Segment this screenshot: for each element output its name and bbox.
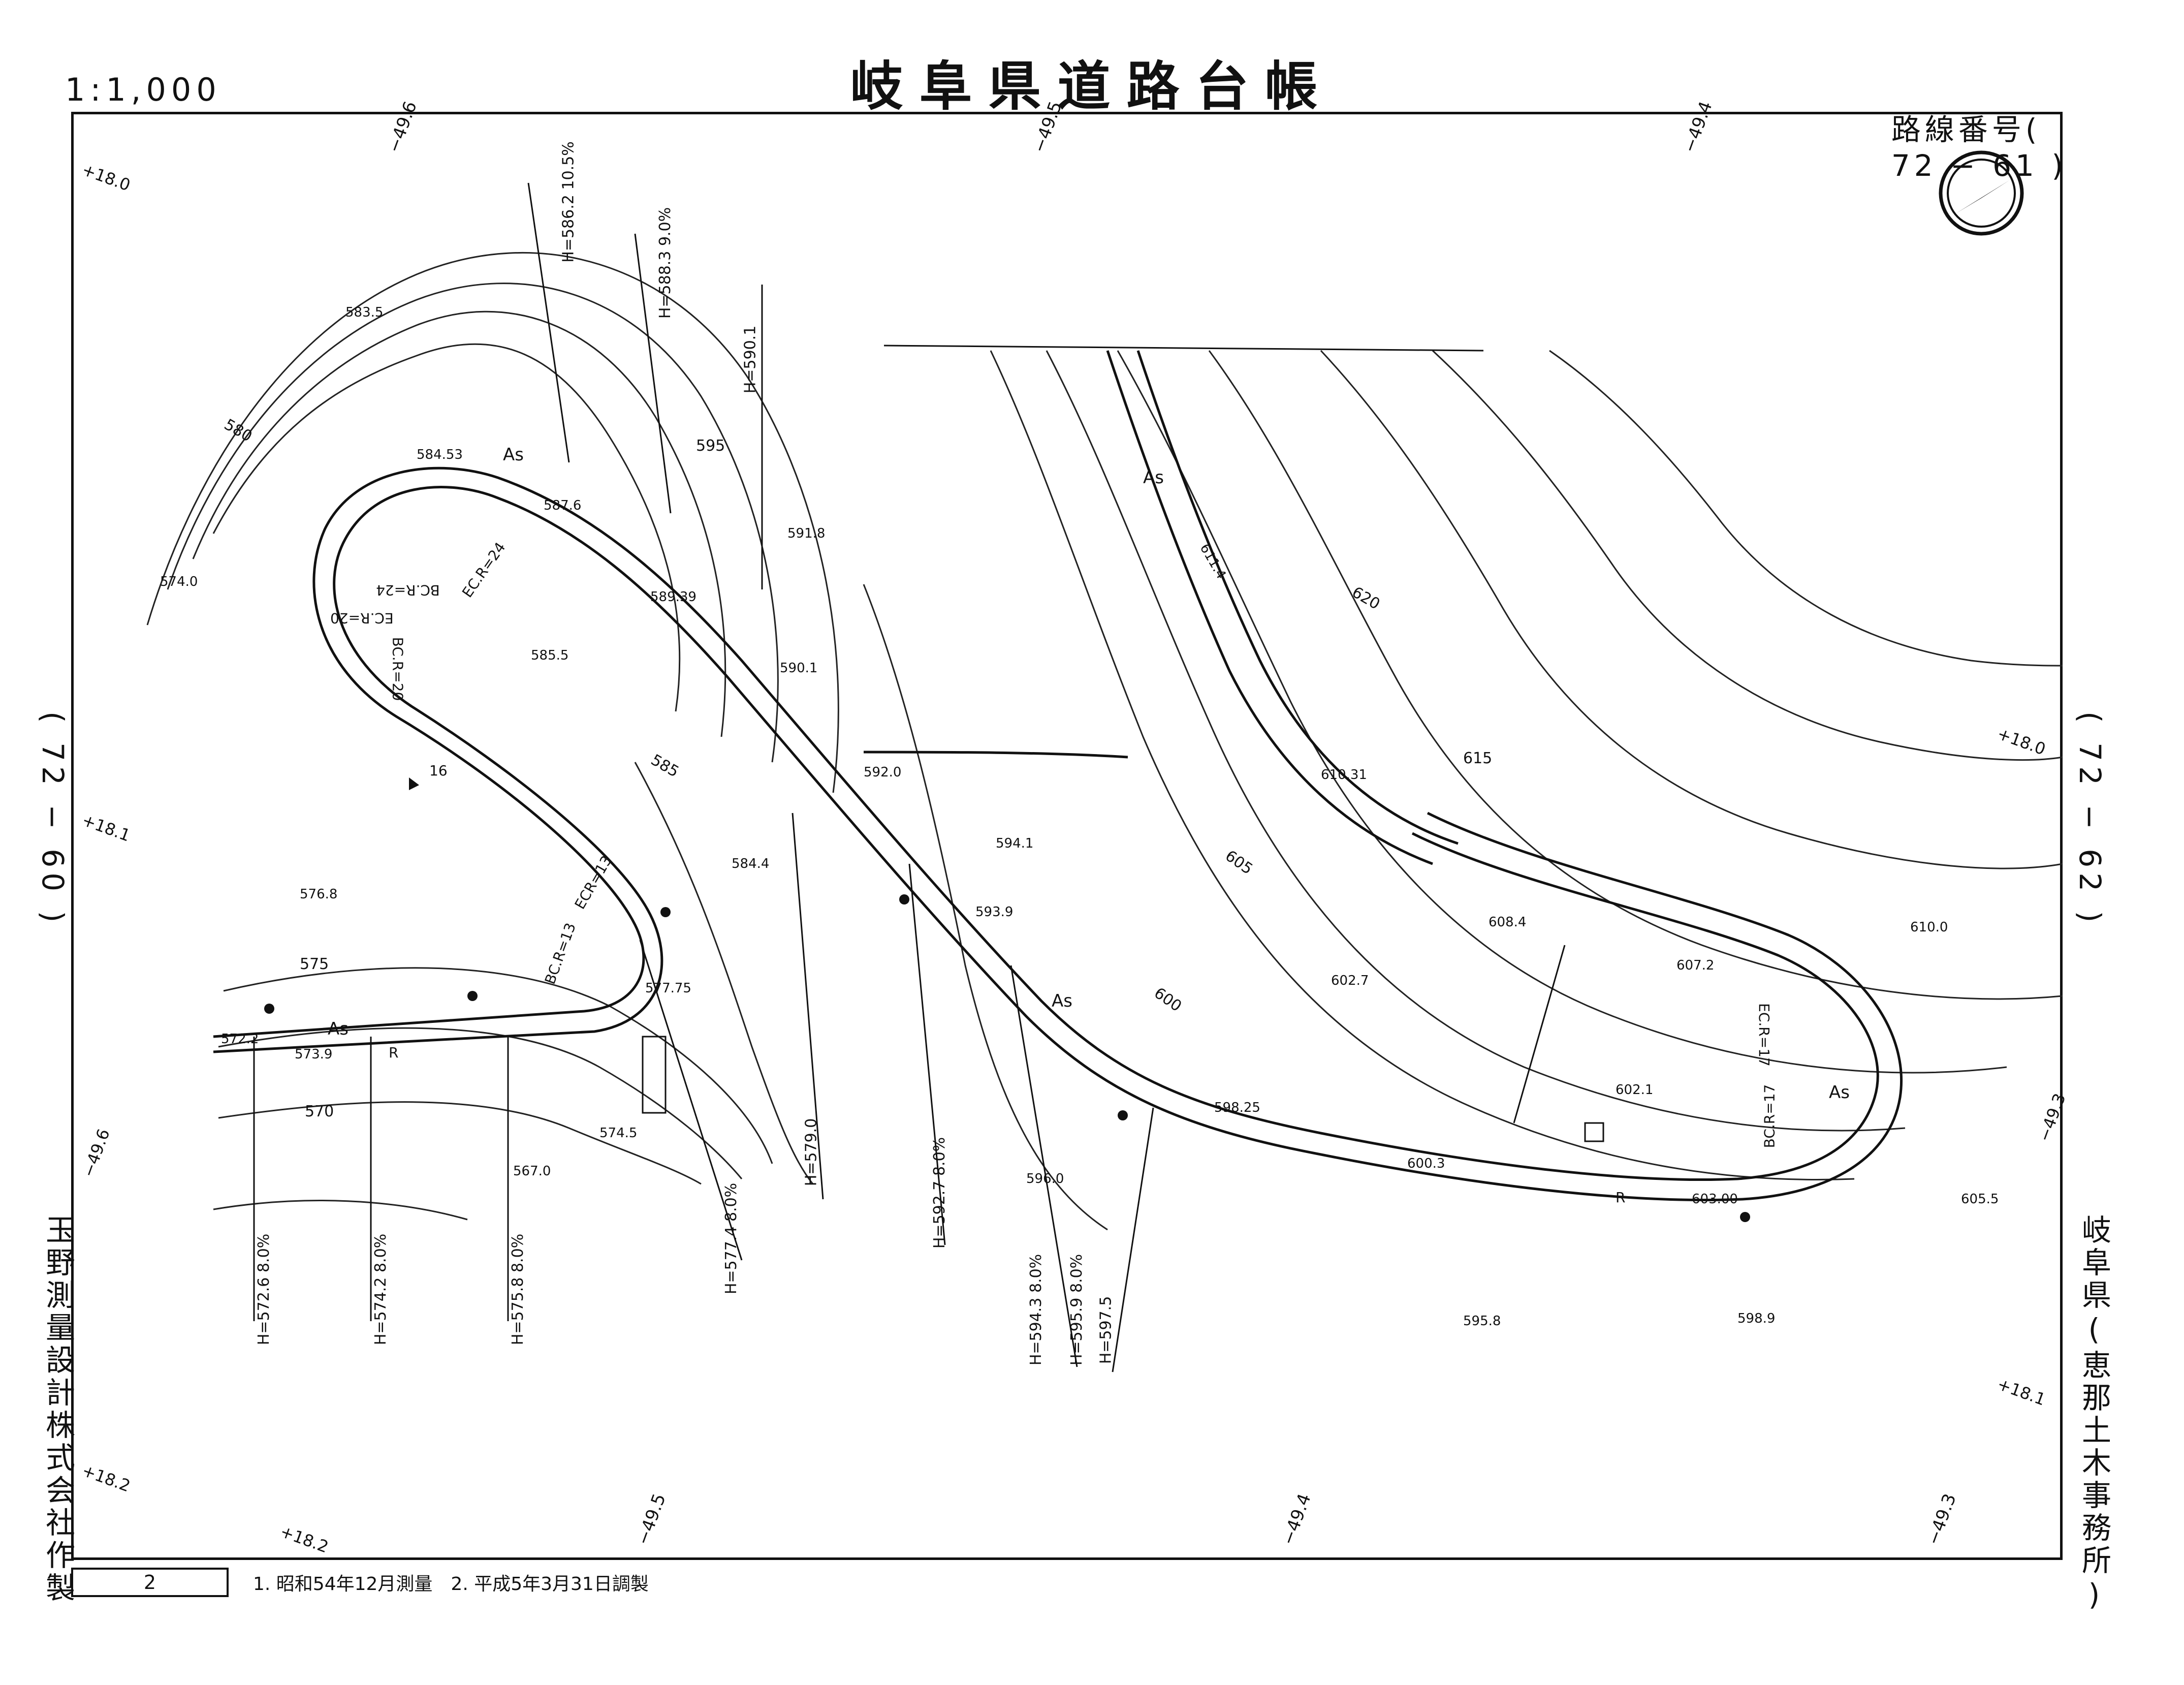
spot-height: 605.5 (1961, 1192, 1999, 1207)
spot-height: 572.2 (221, 1032, 259, 1047)
spot-height: 585.5 (531, 648, 569, 663)
spot-height: 610.0 (1910, 920, 1948, 935)
route-number: 路線番号( 72 − 61 ) (1891, 112, 2067, 183)
spot-height: 596.0 (1026, 1171, 1064, 1187)
road-r-label: R (389, 1044, 399, 1061)
spot-height: 589.39 (650, 589, 697, 605)
spot-height: 584.4 (732, 856, 770, 871)
spot-height: 591.8 (787, 526, 826, 541)
producer-label: 玉野測量設計株式会社作製 (41, 1214, 75, 1605)
spot-height: 574.0 (160, 574, 198, 589)
curve-label: 16 (429, 762, 448, 779)
curve-label: EC.R=17 (1755, 1003, 1772, 1067)
adjacent-sheet-left: ( 72 − 60 ) (36, 711, 70, 928)
curve-label: EC.R=20 (330, 610, 394, 627)
grade-label: H=577.4 8.0% (722, 1182, 741, 1295)
map-title: 岐阜県道路台帳 (850, 55, 1334, 117)
grade-label: H=594.3 8.0% (1027, 1254, 1046, 1366)
spot-height: 610.31 (1321, 767, 1367, 783)
grade-label: H=572.6 8.0% (255, 1233, 273, 1346)
spot-height: 590.1 (780, 661, 818, 676)
spot-height: 607.2 (1676, 958, 1715, 973)
grade-label: H=579.0 (802, 1118, 820, 1187)
spot-height: 602.7 (1331, 973, 1369, 988)
contour-label: 570 (305, 1103, 334, 1120)
spot-height: 603.00 (1692, 1192, 1738, 1207)
grade-label: H=590.1 (741, 325, 759, 394)
north-arrow-icon (1939, 150, 2024, 236)
survey-notes: 1. 昭和54年12月測量 2. 平成5年3月31日調製 (253, 1574, 649, 1595)
spot-height: 587.6 (544, 498, 582, 513)
grade-label: H=575.8 8.0% (509, 1233, 527, 1346)
spot-height: 567.0 (513, 1164, 551, 1179)
contour-label: 575 (300, 955, 329, 973)
grade-label: H=592.7 8.0% (931, 1137, 949, 1249)
spot-height: 594.1 (996, 836, 1034, 851)
grade-label: H=588.3 9.0% (656, 207, 675, 319)
spot-height: 576.8 (300, 887, 338, 902)
spot-height: 602.1 (1616, 1082, 1654, 1098)
spot-height: 600.3 (1407, 1156, 1445, 1171)
spot-height: 608.4 (1489, 915, 1527, 930)
road-surface-label: As (1052, 991, 1072, 1011)
grade-label: H=597.5 (1097, 1296, 1115, 1364)
spot-height: 584.53 (417, 447, 463, 462)
route-number-label: 路線番号 (1891, 112, 2025, 147)
contour-label: 615 (1463, 750, 1493, 767)
curve-label: BC.R=20 (389, 637, 406, 701)
contour-label: 595 (696, 437, 725, 455)
grade-label: H=595.9 8.0% (1068, 1254, 1086, 1366)
curve-label: BC.R=17 (1761, 1084, 1778, 1148)
spot-height: 595.8 (1463, 1314, 1501, 1329)
map-scale: 1:1,000 (65, 71, 221, 108)
spot-height: 583.5 (345, 305, 384, 320)
office-label: 岐阜県(恵那土木事務所) (2077, 1214, 2111, 1615)
spot-height: 592.0 (864, 765, 902, 780)
spot-height: 573.9 (295, 1047, 333, 1062)
road-surface-label: As (1829, 1082, 1850, 1103)
road-surface-label: As (328, 1019, 349, 1039)
grade-label: H=574.2 8.0% (372, 1233, 390, 1346)
spot-height: 598.9 (1737, 1311, 1776, 1326)
spot-height: 577.75 (645, 981, 691, 996)
spot-height: 598.25 (1214, 1100, 1260, 1115)
road-surface-label: As (1143, 467, 1164, 488)
curve-label: BC.R=24 (376, 582, 440, 599)
grade-label: H=586.2 10.5% (559, 141, 578, 263)
road-r-label: R (1616, 1189, 1626, 1206)
spot-height: 574.5 (599, 1126, 638, 1141)
map-frame (71, 112, 2063, 1560)
spot-height: 593.9 (975, 904, 1014, 920)
sheet-number-box: 2 (71, 1568, 229, 1597)
adjacent-sheet-right: ( 72 − 62 ) (2073, 711, 2107, 928)
road-surface-label: As (503, 445, 524, 465)
